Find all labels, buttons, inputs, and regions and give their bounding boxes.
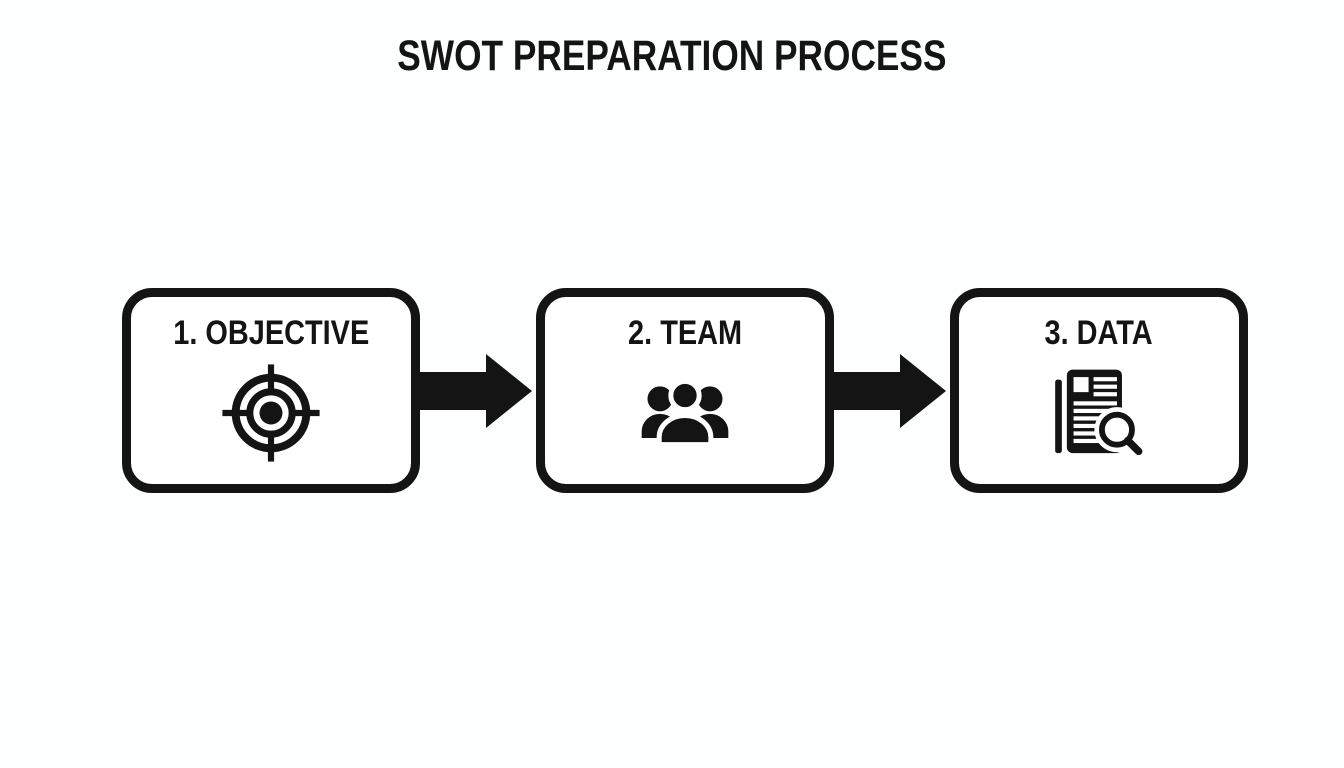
arrow-right-icon xyxy=(420,353,536,428)
step-box-team: 2. TEAM xyxy=(536,288,834,493)
step-box-data: 3. DATA xyxy=(950,288,1248,493)
step-label-team: 2. TEAM xyxy=(627,314,743,352)
step-box-objective: 1. OBJECTIVE xyxy=(122,288,420,493)
page-title: SWOT PREPARATION PROCESS xyxy=(0,32,1344,81)
target-icon xyxy=(218,352,324,484)
document-search-icon xyxy=(1051,352,1147,484)
arrow-right-icon xyxy=(834,353,950,428)
process-flow: 1. OBJECTIVE xyxy=(122,288,1248,493)
step-label-objective: 1. OBJECTIVE xyxy=(173,314,369,352)
team-icon xyxy=(635,352,735,484)
page-title-text: SWOT PREPARATION PROCESS xyxy=(397,32,947,80)
step-label-data: 3. DATA xyxy=(1044,314,1154,352)
